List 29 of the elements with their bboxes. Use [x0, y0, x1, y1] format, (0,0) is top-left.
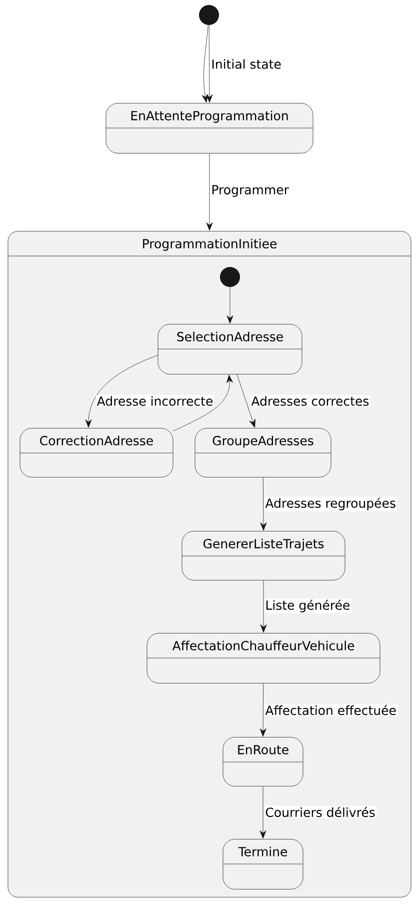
edge-label: Adresse incorrecte	[96, 395, 214, 407]
edge-label: Courriers délivrés	[264, 806, 376, 818]
arrow	[260, 683, 266, 737]
state-box: Termine	[222, 839, 304, 890]
arrow	[260, 477, 267, 531]
state-box: EnAttenteProgrammation	[106, 103, 314, 154]
state-box: GenererListeTrajets	[182, 531, 346, 580]
state-box: EnRoute	[222, 737, 304, 786]
edge-label: Liste générée	[264, 598, 352, 614]
initial-state-dot	[199, 5, 219, 25]
state-box: SelectionAdresse	[158, 324, 302, 374]
state-box: GroupeAdresses	[194, 428, 332, 478]
edge-label: Adresses correctes	[250, 395, 370, 407]
state-box: AffectationChauffeurVehicule	[146, 633, 380, 684]
initial-state-dot	[220, 267, 240, 287]
edge-label: Programmer	[210, 184, 290, 198]
arrow	[173, 374, 233, 432]
arrow	[236, 374, 256, 428]
edge-label: Adresses regroupées	[264, 496, 397, 512]
arrow	[206, 153, 213, 231]
arrow	[260, 786, 266, 839]
arrow	[202, 24, 208, 103]
edge-label: Affectation effectuée	[264, 704, 398, 716]
state-box: CorrectionAdresse	[20, 428, 174, 478]
arrow	[206, 25, 213, 103]
arrow	[226, 287, 234, 324]
edge-label: Initial state	[210, 58, 282, 70]
arrow	[85, 355, 158, 428]
arrow	[260, 580, 267, 633]
